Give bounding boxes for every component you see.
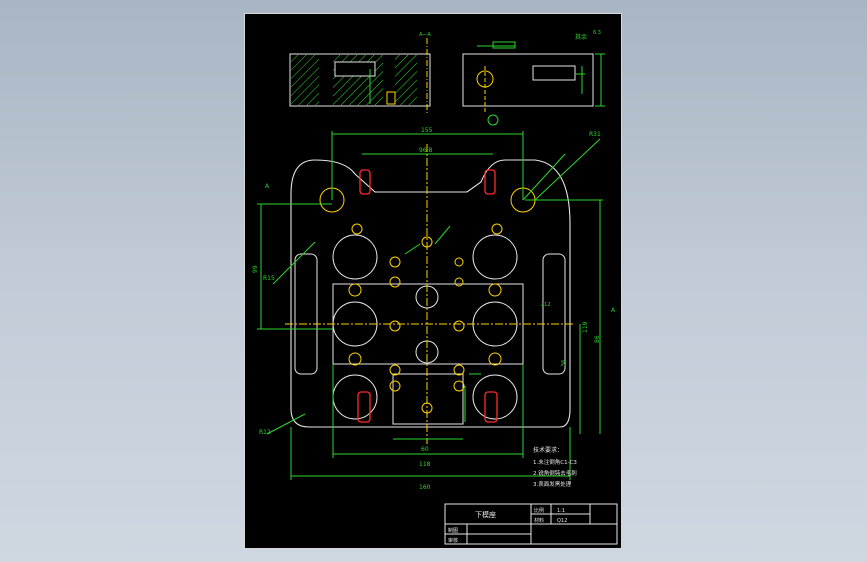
technical-notes: 技术要求： 1.未注倒角C1-C3 2.锐角倒钝去毛刺 3.表面发黑处理	[533, 446, 577, 488]
scale-value: 1:1	[557, 508, 565, 514]
part-name: 下模座	[475, 510, 496, 519]
section-label: A—A	[419, 32, 431, 38]
dim-left-height: 99	[252, 265, 259, 273]
drawing-sheet: A—A 其余 6.3	[244, 13, 622, 549]
section-view: A—A 其余 6.3	[289, 30, 605, 126]
dim-r12: R12	[259, 429, 271, 436]
dim-r15: R15	[263, 275, 275, 282]
dim-right-height2: 86	[594, 335, 601, 343]
dim-top-width: 155	[421, 127, 433, 134]
dim-212: 212	[541, 302, 551, 308]
dim-56: 56	[561, 360, 567, 366]
material-value: Q12	[557, 518, 567, 524]
drawn-label: 制图	[448, 527, 458, 534]
dim-inner-width: 96.8	[419, 147, 433, 154]
section-mark: A	[265, 183, 270, 190]
cad-drawing: A—A 其余 6.3	[252, 30, 618, 545]
plan-view: 155 96.8 99 119 86 60 118 160 R15 R12 R3…	[252, 127, 616, 491]
checked-label: 审核	[448, 537, 458, 544]
dim-right-height: 119	[582, 321, 589, 333]
title-block: 下模座 比例 1:1 材料 Q12 制图 审核	[444, 503, 618, 545]
dim-r31: R31	[589, 131, 601, 138]
section-mark-bottom: A	[611, 307, 616, 314]
roughness-top: 6.3	[593, 30, 601, 36]
notes-title: 技术要求：	[533, 446, 563, 454]
note-top-right: 其余	[575, 33, 587, 41]
notes-line2: 2.锐角倒钝去毛刺	[533, 469, 577, 477]
material-label: 材料	[534, 517, 544, 524]
dim-bottom-160: 160	[419, 484, 431, 491]
dim-bottom-60: 60	[421, 446, 429, 453]
notes-line1: 1.未注倒角C1-C3	[533, 458, 577, 466]
dim-bottom-118: 118	[419, 461, 431, 468]
notes-line3: 3.表面发黑处理	[533, 480, 572, 488]
scale-label: 比例	[534, 507, 544, 514]
